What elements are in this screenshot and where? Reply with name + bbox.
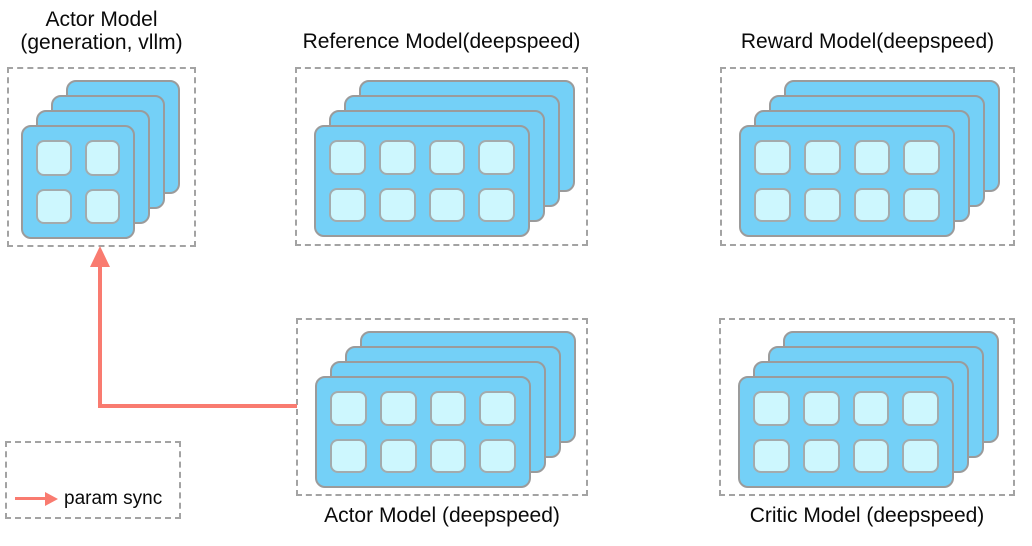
gpu-square bbox=[36, 188, 72, 224]
legend-arrow-icon bbox=[45, 492, 58, 506]
gpu-square bbox=[902, 438, 939, 473]
gpu-square bbox=[330, 391, 367, 426]
legend-box: param sync bbox=[5, 441, 181, 519]
gpu-square bbox=[754, 187, 791, 222]
gpu-square bbox=[478, 140, 515, 175]
gpu-square bbox=[853, 187, 891, 222]
gpu-square bbox=[479, 391, 516, 426]
actor-deepspeed-label: Actor Model (deepspeed) bbox=[324, 504, 560, 527]
param-sync-arrow-vertical bbox=[98, 266, 102, 408]
reward-title: Reward Model(deepspeed) bbox=[740, 30, 995, 53]
gpu-square bbox=[429, 438, 467, 473]
gpu-square bbox=[802, 391, 840, 426]
gpu-square bbox=[903, 140, 940, 175]
gpu-square bbox=[803, 187, 841, 222]
gpu-square bbox=[754, 140, 791, 175]
gpu-square bbox=[84, 188, 120, 224]
reference-box bbox=[295, 67, 588, 246]
actor-deepspeed-box bbox=[296, 318, 588, 496]
gpu-square bbox=[84, 140, 120, 176]
gpu-grid bbox=[317, 378, 529, 486]
critic-box bbox=[719, 318, 1015, 496]
gpu-square bbox=[379, 391, 417, 426]
gpu-grid bbox=[741, 127, 953, 235]
gpu-square bbox=[902, 391, 939, 426]
gpu-square bbox=[479, 438, 516, 473]
gpu-grid bbox=[23, 127, 133, 237]
param-sync-arrow-horizontal bbox=[98, 404, 297, 408]
gpu-square bbox=[753, 391, 790, 426]
gpu-square bbox=[428, 187, 466, 222]
gpu-card bbox=[315, 376, 531, 488]
gpu-card bbox=[739, 125, 955, 237]
gpu-grid bbox=[316, 127, 528, 235]
gpu-grid bbox=[740, 378, 952, 486]
gpu-card bbox=[738, 376, 954, 488]
gpu-square bbox=[802, 438, 840, 473]
gpu-square bbox=[478, 187, 515, 222]
gpu-square bbox=[329, 140, 366, 175]
reward-box bbox=[720, 67, 1015, 246]
gpu-card bbox=[21, 125, 135, 239]
gpu-square bbox=[378, 140, 416, 175]
legend-label: param sync bbox=[64, 488, 163, 509]
critic-label: Critic Model (deepspeed) bbox=[749, 504, 985, 527]
gpu-square bbox=[36, 140, 72, 176]
gpu-square bbox=[852, 438, 890, 473]
gpu-square bbox=[853, 140, 891, 175]
gpu-square bbox=[330, 438, 367, 473]
gpu-square bbox=[329, 187, 366, 222]
actor-vllm-box bbox=[7, 67, 196, 247]
gpu-square bbox=[803, 140, 841, 175]
gpu-card bbox=[314, 125, 530, 237]
gpu-square bbox=[379, 438, 417, 473]
gpu-square bbox=[753, 438, 790, 473]
gpu-square bbox=[378, 187, 416, 222]
actor-vllm-title-line2: (generation, vllm) bbox=[20, 31, 183, 54]
actor-vllm-title: Actor Model (generation, vllm) bbox=[7, 8, 196, 54]
legend-arrow-line bbox=[15, 497, 45, 500]
param-sync-arrowhead-icon bbox=[90, 246, 110, 267]
gpu-square bbox=[428, 140, 466, 175]
gpu-square bbox=[852, 391, 890, 426]
gpu-square bbox=[903, 187, 940, 222]
reference-title: Reference Model(deepspeed) bbox=[302, 30, 581, 53]
actor-vllm-title-line1: Actor Model bbox=[45, 8, 158, 31]
gpu-square bbox=[429, 391, 467, 426]
